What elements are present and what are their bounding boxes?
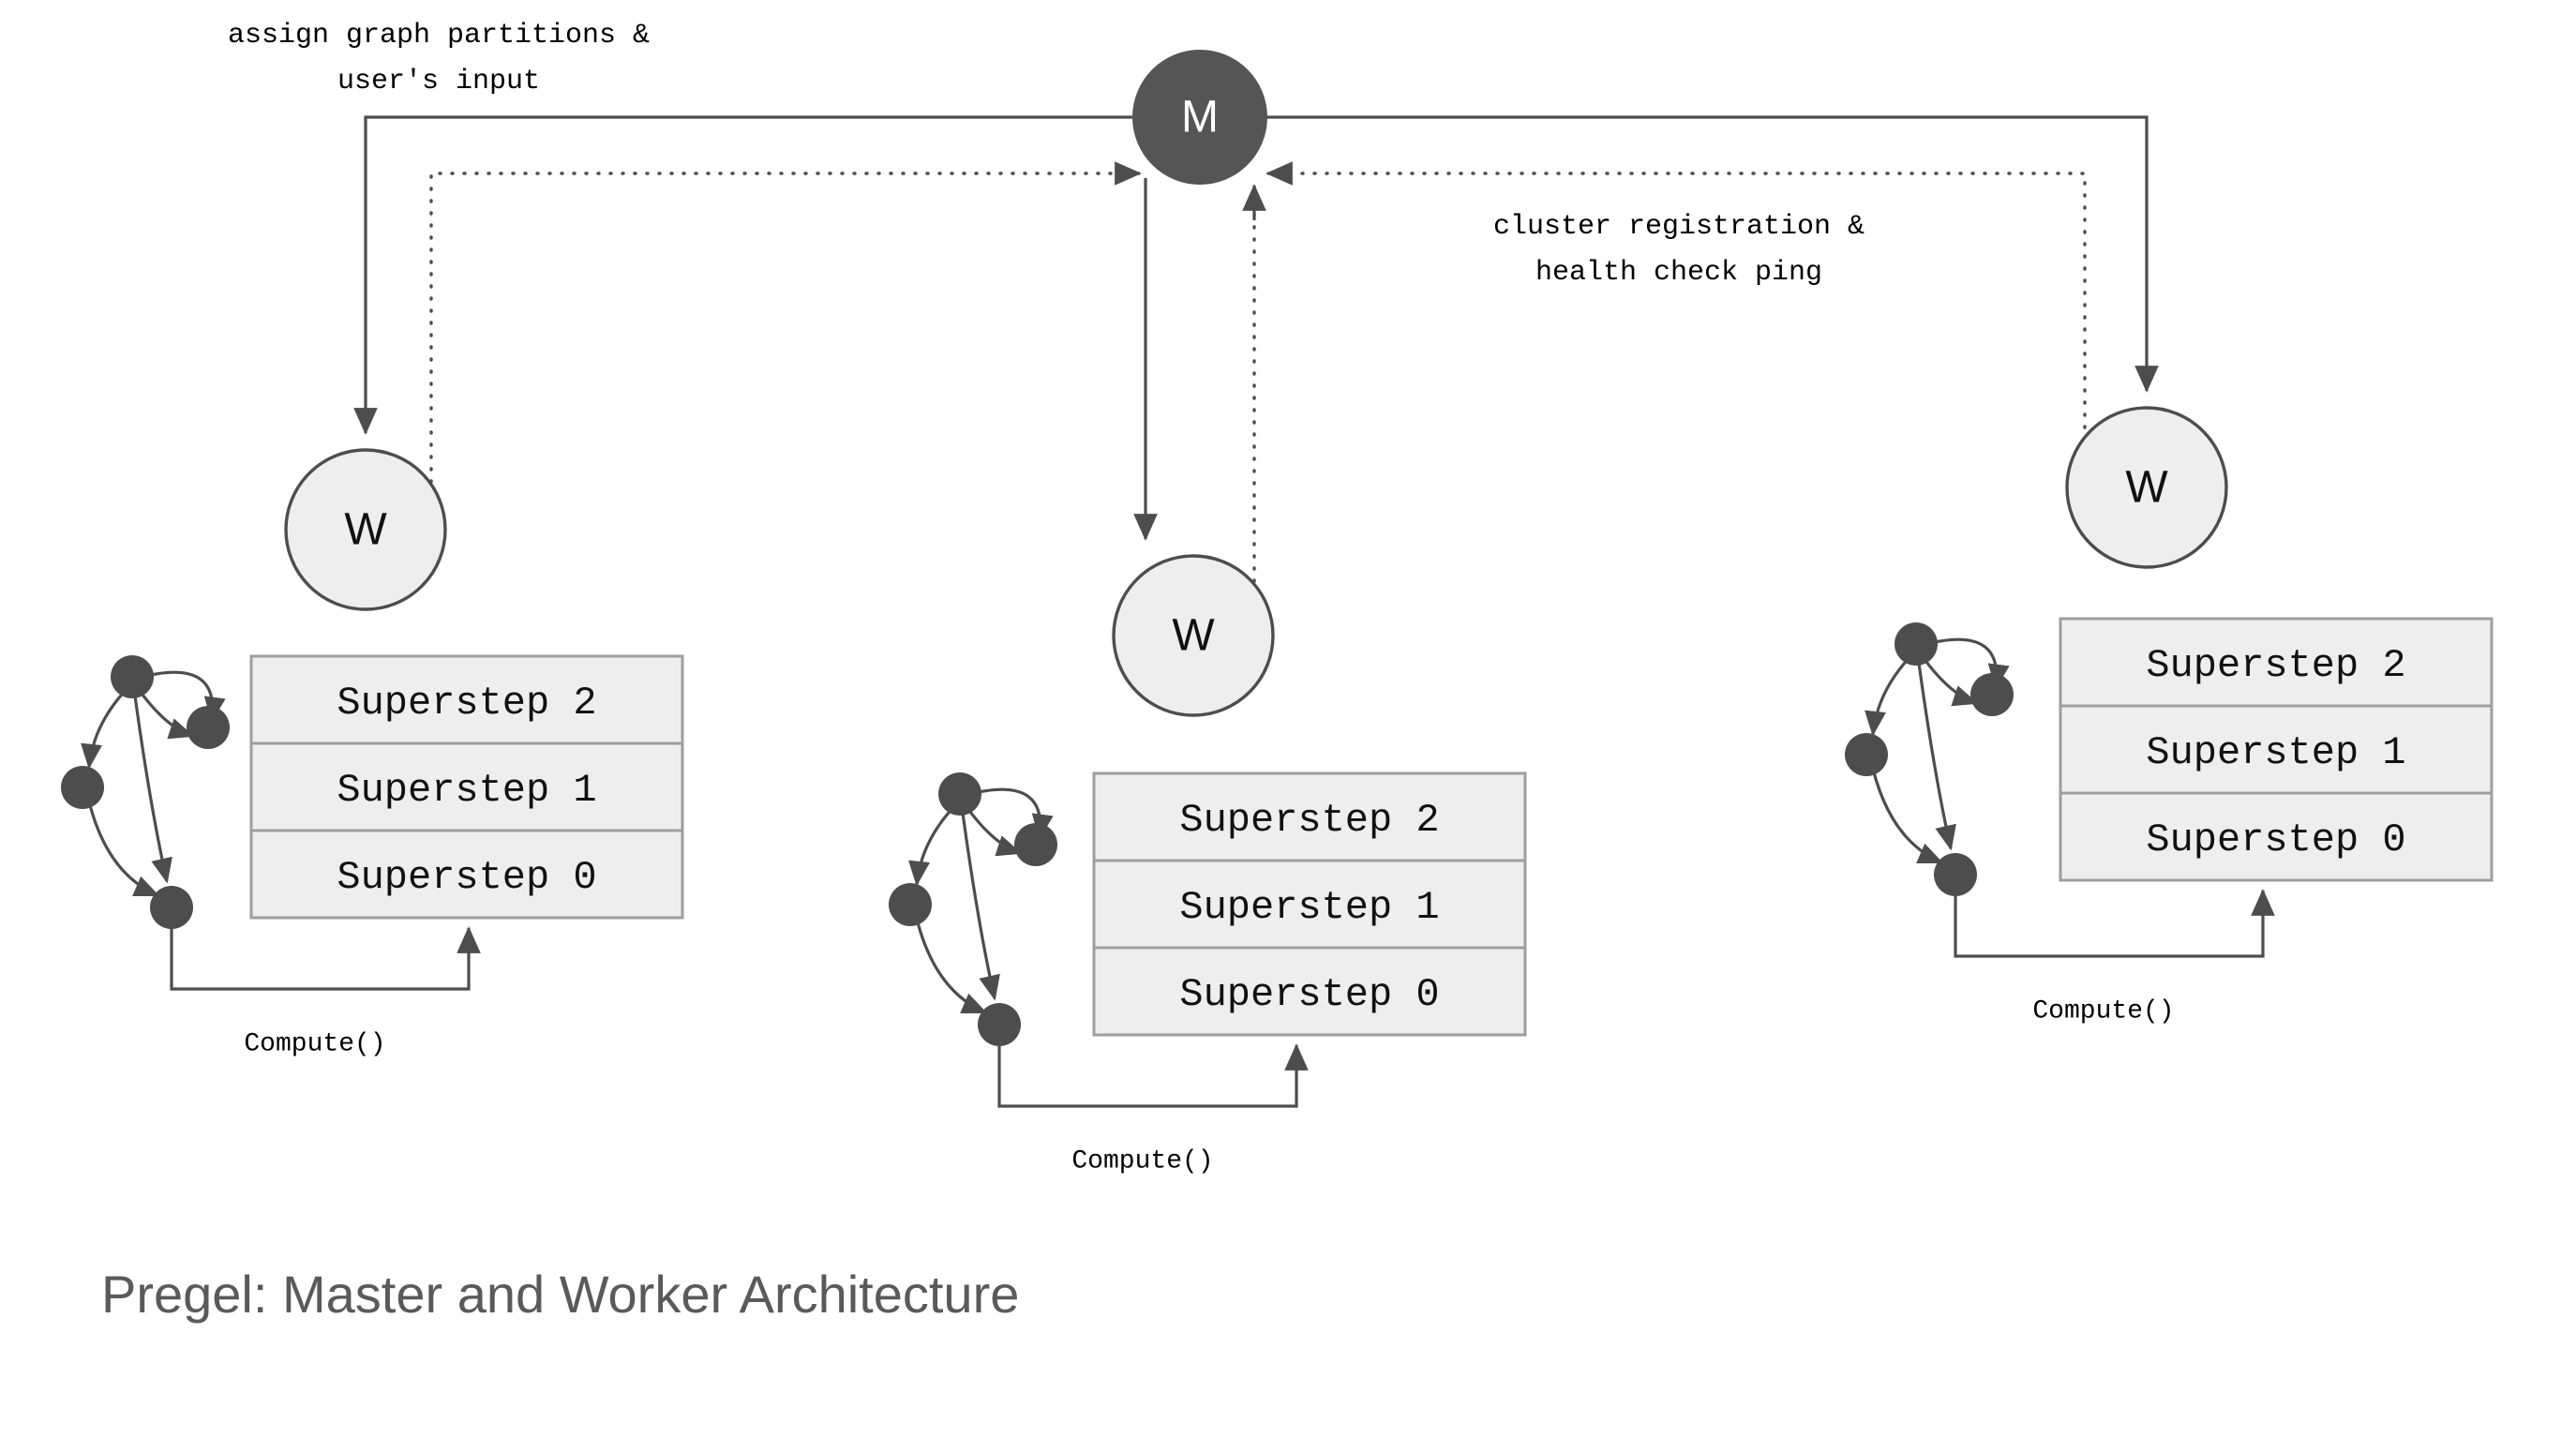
graph-vertex <box>1970 673 2014 716</box>
superstep-stack-right: Superstep 2 Superstep 1 Superstep 0 <box>2059 617 2494 882</box>
assign-label-line1: assign graph partitions & <box>228 20 650 52</box>
graph-vertex <box>1014 823 1057 866</box>
superstep-row[interactable] <box>2059 791 2494 882</box>
superstep-label: Superstep 1 <box>1179 885 1439 930</box>
graph-vertex <box>1934 853 1977 896</box>
superstep-label: Superstep 1 <box>2146 730 2405 775</box>
master-node-label: M <box>1181 93 1219 142</box>
graph-vertex <box>978 1003 1021 1046</box>
superstep-label: Superstep 2 <box>1179 798 1439 843</box>
worker-right-label: W <box>2125 463 2168 513</box>
superstep-row[interactable] <box>249 741 684 832</box>
superstep-row[interactable] <box>249 829 684 920</box>
edge-left-worker-to-master <box>429 172 1138 508</box>
compute-label-right: Compute() <box>2032 996 2174 1026</box>
graph-partition-left <box>61 655 230 929</box>
master-node[interactable] <box>1132 50 1267 185</box>
graph-vertex <box>111 655 154 698</box>
superstep-row[interactable] <box>1092 859 1527 950</box>
assign-label-line2: user's input <box>337 66 540 97</box>
superstep-row[interactable] <box>1092 771 1527 862</box>
graph-vertex <box>938 772 981 816</box>
superstep-stack-left: Superstep 2 Superstep 1 Superstep 0 <box>249 654 684 920</box>
worker-node-middle[interactable] <box>1112 554 1275 717</box>
worker-node-left[interactable] <box>284 448 447 611</box>
compute-label-middle: Compute() <box>1071 1146 1213 1176</box>
register-label-line2: health check ping <box>1535 257 1822 289</box>
superstep-label: Superstep 0 <box>1179 972 1439 1017</box>
graph-vertex <box>61 766 104 809</box>
edge-right-worker-to-master <box>1269 172 2087 466</box>
graph-partition-middle <box>889 772 1057 1046</box>
superstep-row[interactable] <box>1092 946 1527 1037</box>
compute-arrow-middle <box>997 1043 1309 1108</box>
worker-left-label: W <box>344 505 387 555</box>
superstep-stack-middle: Superstep 2 Superstep 1 Superstep 0 <box>1092 771 1527 1037</box>
graph-vertex <box>150 886 193 929</box>
edge-master-to-right-worker <box>1267 115 2159 393</box>
superstep-label: Superstep 0 <box>2146 817 2405 862</box>
edge-master-to-left-worker <box>353 115 1132 435</box>
superstep-label: Superstep 2 <box>2146 643 2405 688</box>
graph-vertex <box>1845 733 1888 776</box>
worker-middle-label: W <box>1172 611 1215 661</box>
superstep-label: Superstep 2 <box>337 681 596 726</box>
compute-arrow-left <box>170 926 481 991</box>
graph-partition-right <box>1845 622 2014 896</box>
graph-vertex <box>1895 622 1938 666</box>
superstep-row[interactable] <box>2059 704 2494 795</box>
register-label-line1: cluster registration & <box>1493 211 1865 243</box>
graph-vertex <box>187 706 230 749</box>
superstep-label: Superstep 0 <box>337 855 596 900</box>
graph-vertex <box>889 883 932 926</box>
worker-node-right[interactable] <box>2065 406 2228 569</box>
page-title: Pregel: Master and Worker Architecture <box>101 1265 1019 1324</box>
compute-label-left: Compute() <box>244 1029 385 1058</box>
compute-arrow-right <box>1954 889 2275 958</box>
superstep-label: Superstep 1 <box>337 768 596 813</box>
